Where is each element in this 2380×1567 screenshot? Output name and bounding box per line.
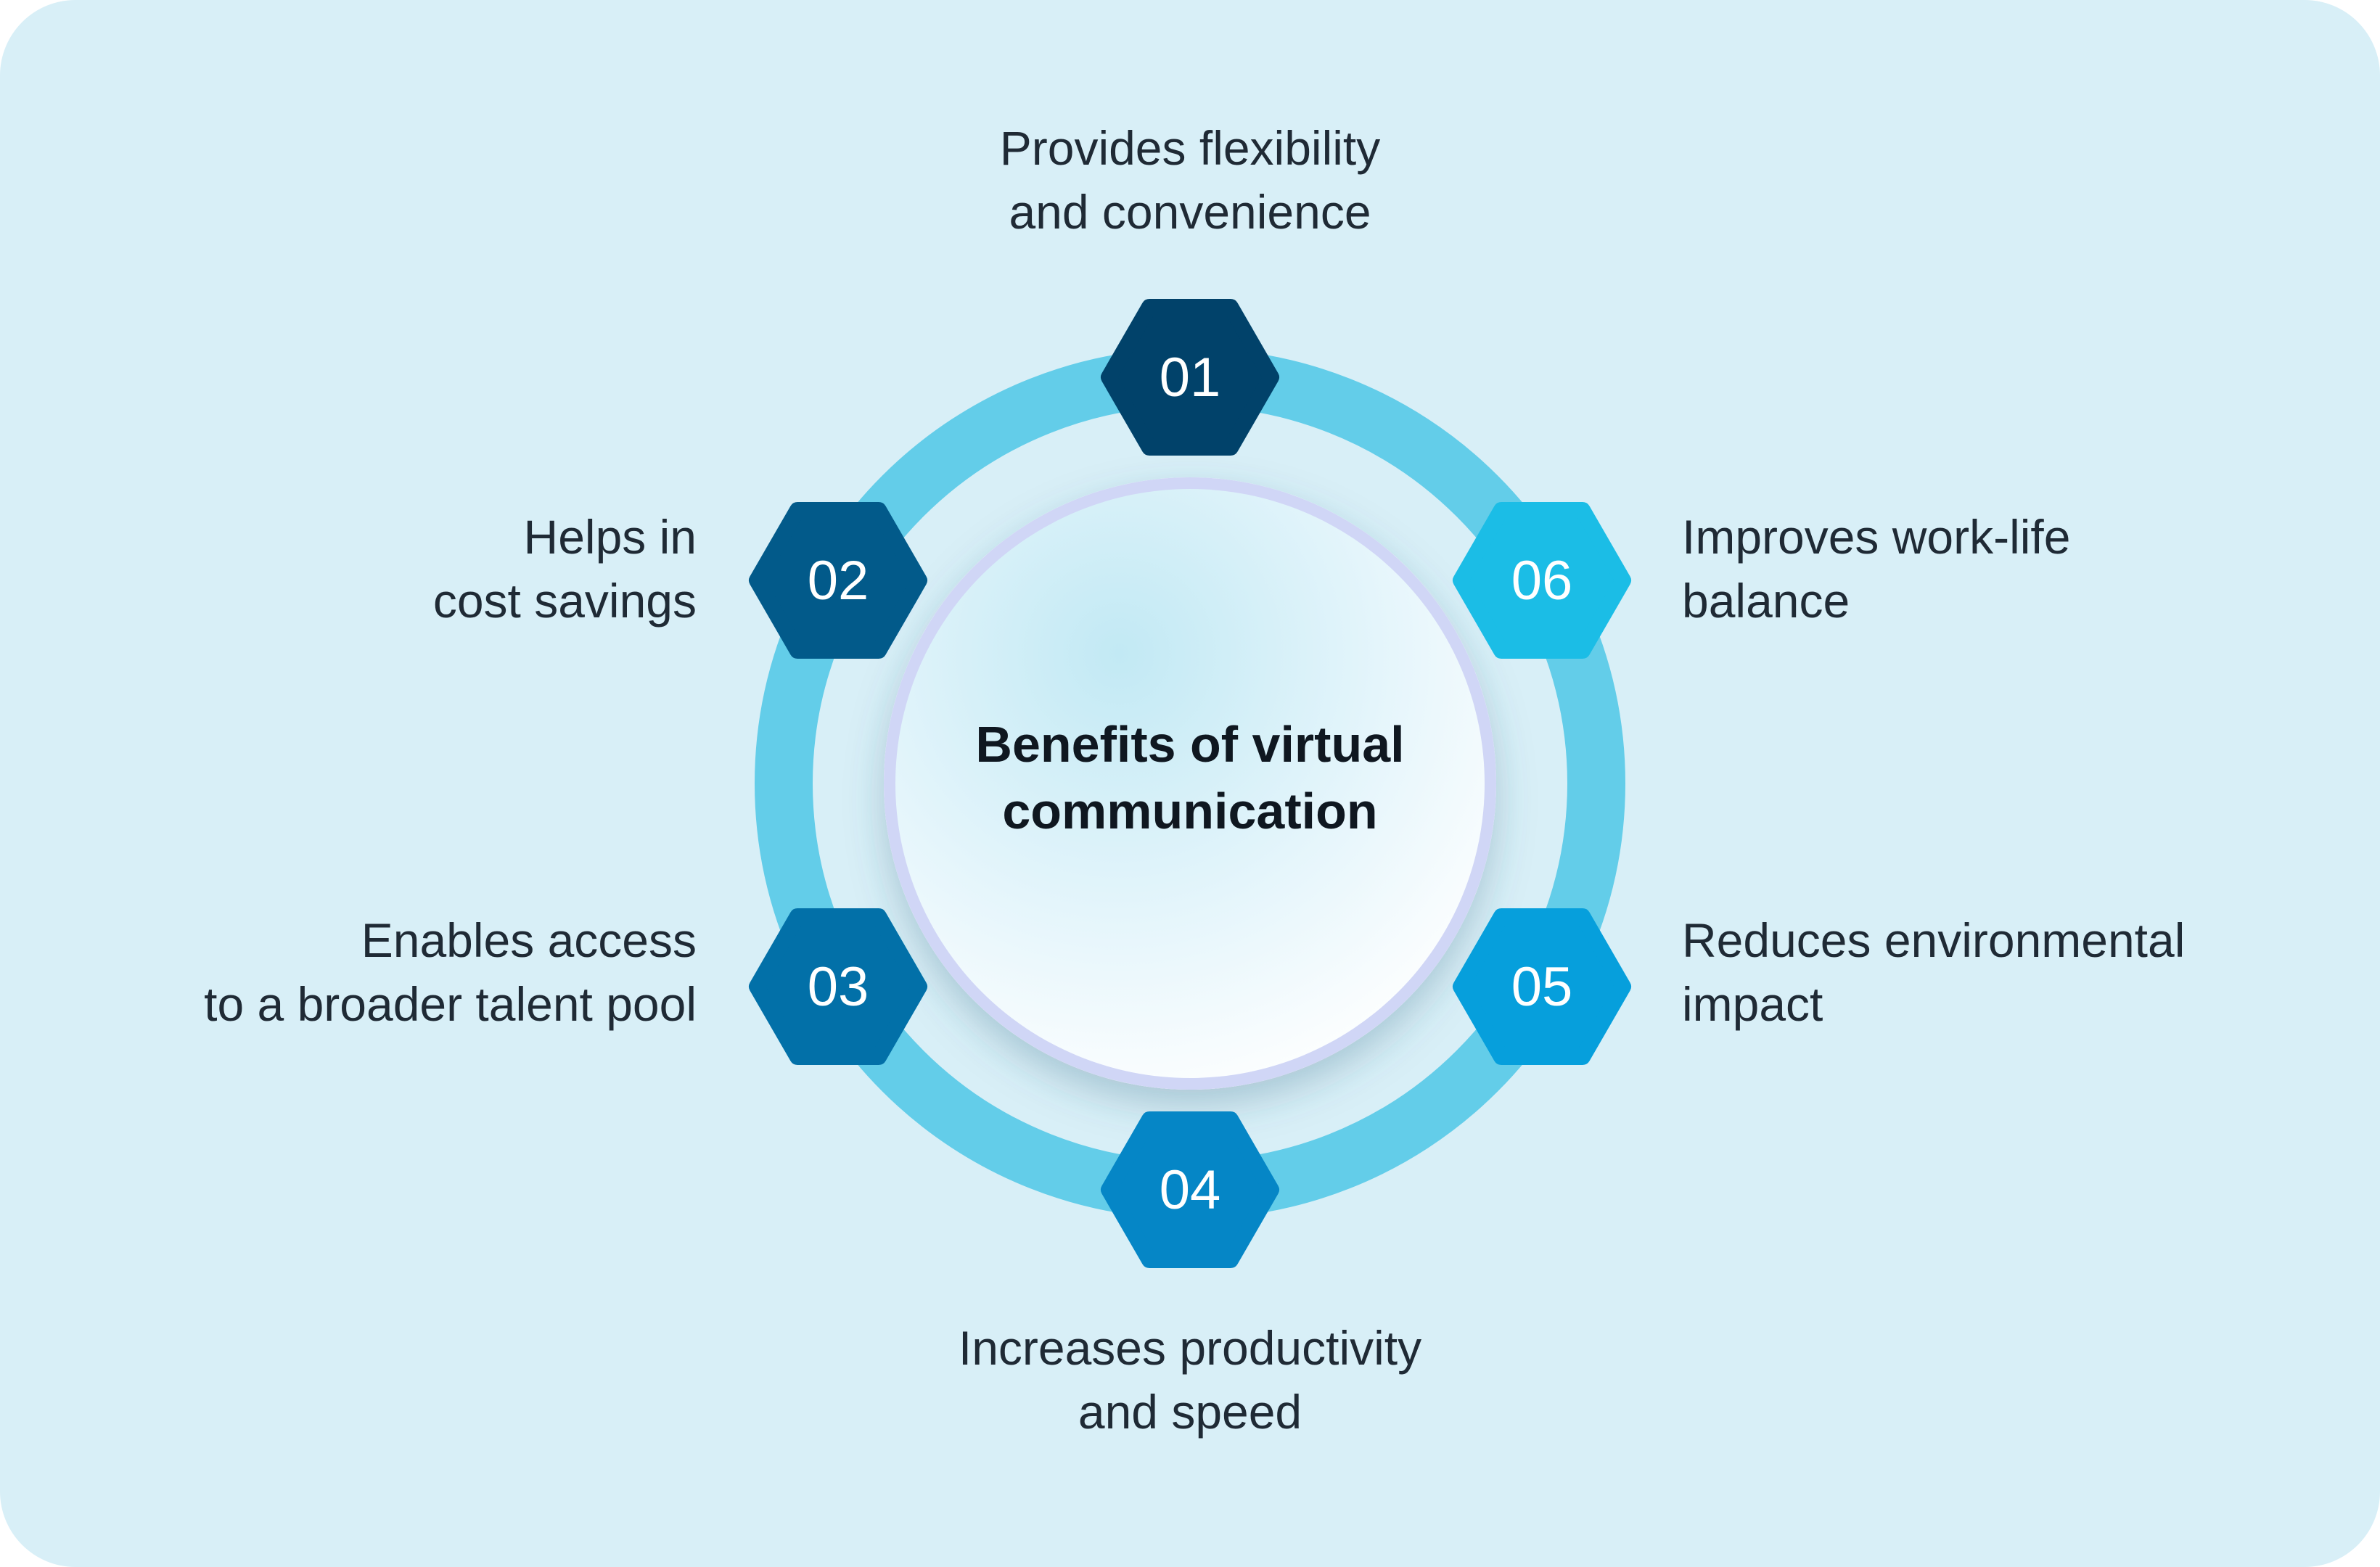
center-title: Benefits of virtual communication (900, 711, 1480, 844)
step-label-03: Enables access to a broader talent pool (44, 908, 697, 1036)
step-number-04: 04 (1160, 1159, 1221, 1221)
hexagon-badge-05 (1453, 908, 1631, 1065)
step-label-line: and speed (1078, 1385, 1302, 1439)
step-label-04: Increases productivity and speed (827, 1316, 1553, 1444)
step-label-line: Helps in (523, 510, 697, 564)
step-label-line: to a broader talent pool (204, 977, 697, 1031)
hexagon-badge-04 (1101, 1111, 1279, 1268)
step-number-06: 06 (1511, 550, 1573, 612)
hexagon-badge-01 (1101, 299, 1279, 456)
step-label-line: Enables access (361, 913, 697, 967)
step-badges: 01 02 03 04 05 06 (749, 299, 1631, 1268)
step-number-03: 03 (808, 956, 869, 1018)
hexagon-badge-02 (749, 502, 927, 659)
step-label-line: and convenience (1009, 185, 1371, 239)
step-label-line: Reduces environmental (1682, 913, 2186, 967)
center-circle (895, 489, 1485, 1078)
step-label-05: Reduces environmental impact (1682, 908, 2335, 1036)
step-number-01: 01 (1160, 347, 1221, 408)
step-number-05: 05 (1511, 956, 1573, 1018)
step-label-02: Helps in cost savings (276, 505, 697, 633)
center-title-line: Benefits of virtual (975, 716, 1405, 773)
step-label-line: Improves work-life (1682, 510, 2071, 564)
step-label-06: Improves work-life balance (1682, 505, 2190, 633)
step-label-line: Increases productivity (958, 1321, 1422, 1375)
hexagon-badge-06 (1453, 502, 1631, 659)
center-title-line: communication (1002, 783, 1378, 839)
step-number-02: 02 (808, 550, 869, 612)
step-label-line: balance (1682, 574, 1850, 628)
step-label-01: Provides flexibility and convenience (827, 116, 1553, 244)
step-label-line: impact (1682, 977, 1823, 1031)
step-label-line: Provides flexibility (999, 121, 1381, 175)
hexagon-badge-03 (749, 908, 927, 1065)
step-label-line: cost savings (432, 574, 697, 628)
